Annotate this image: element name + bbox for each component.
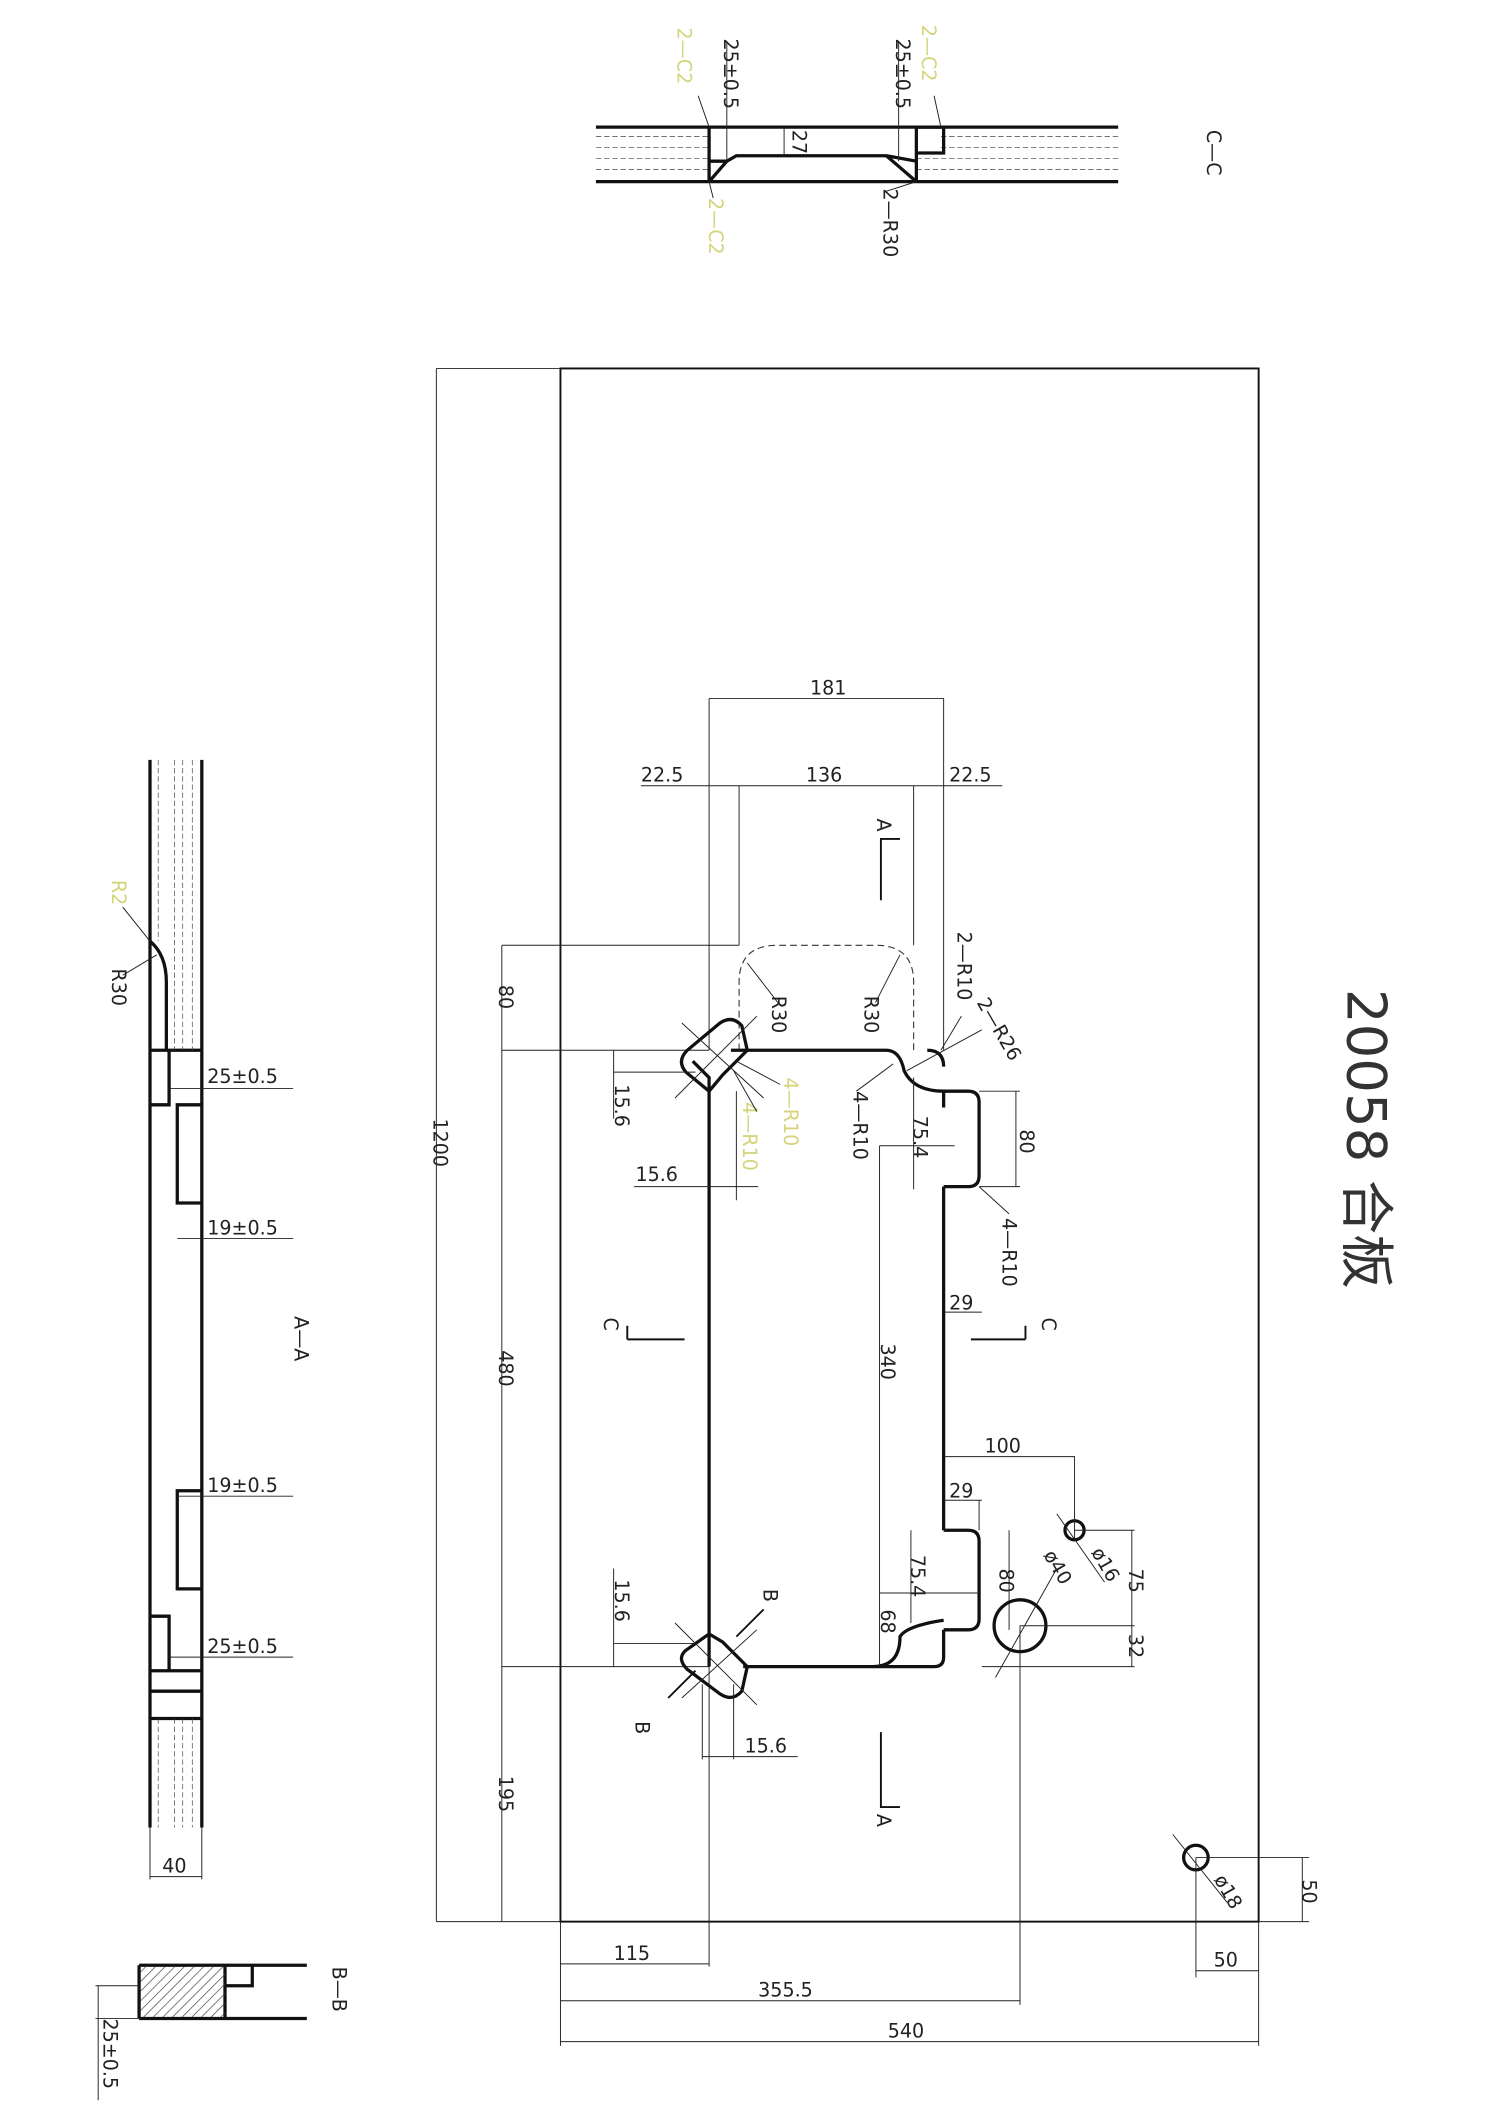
notch-bottom-len: 80 [995,1568,1018,1592]
cc-label: C—C [1202,130,1225,176]
notch-top-len: 80 [1015,1129,1038,1153]
dim-355-5: 355.5 [758,1979,813,2002]
dim-d18: ø18 [1209,1870,1247,1913]
section-mark-c-right: C [1037,1318,1060,1331]
aa-r30: R30 [107,968,130,1006]
section-aa: R2 R30 25±0.5 19±0.5 19±0.5 25±0.5 40 A—… [107,759,313,1880]
dim-80-left: 80 [494,985,517,1009]
slot-dim-1: 15.6 [610,1084,633,1126]
slot-dim-2: 15.6 [635,1163,677,1186]
gap-top: 29 [949,1291,973,1314]
cc-chamfer-1: 2—C2 [673,28,696,85]
bb-label: B—B [328,1967,351,2012]
slot-top-left [679,1017,750,1094]
r10-d: 4—R10 [997,1218,1020,1287]
slot-dim-3: 15.6 [610,1579,633,1621]
cc-dim-2: 25±0.5 [891,38,914,109]
dim-480: 480 [494,1350,517,1386]
cutout-outline [691,1048,946,1669]
r10-yellow-b: 4—R10 [738,1102,761,1171]
notch-bottom-68: 68 [876,1609,899,1633]
r26: 2—R26 [972,994,1026,1065]
cc-radius: 2—R30 [879,188,902,257]
notch-mid-340: 340 [876,1343,899,1379]
aa-dim-4: 25±0.5 [207,1635,278,1658]
dim-d16: ø16 [1087,1543,1125,1586]
r30-right: R30 [860,996,883,1034]
cc-dim-27: 27 [787,130,810,154]
dim-32: 32 [1124,1634,1147,1658]
section-cc: 25±0.5 25±0.5 27 2—C2 2—C2 2—C2 2—R30 C—… [595,25,1225,257]
section-bb: 25±0.5 B—B [95,1963,351,2101]
aa-dim-1: 25±0.5 [207,1065,278,1088]
aa-dim-3: 19±0.5 [207,1474,278,1497]
r10-top: 2—R10 [952,932,975,1001]
section-mark-b-bottom: B [630,1721,653,1734]
r10-yellow-a: 4—R10 [779,1078,802,1147]
slot-bottom-left [679,1631,750,1699]
dim-d40: ø40 [1039,1546,1077,1589]
section-mark-c-left: C [599,1318,622,1331]
dim-540: 540 [888,2020,924,2043]
notch-top-depth: 75.4 [909,1116,932,1158]
cc-dim-1: 25±0.5 [719,38,742,109]
slot-dim-4: 15.6 [745,1735,787,1758]
dim-22-5-right: 22.5 [949,764,991,787]
aa-label: A—A [290,1316,313,1361]
section-mark-b-top: B [759,1589,782,1602]
dim-50-x: 50 [1214,1949,1238,1972]
aa-dim-40: 40 [162,1855,186,1878]
drawing-title: 20058 合板 [1334,989,1398,1289]
dim-100: 100 [985,1435,1021,1458]
cc-chamfer-3: 2—C2 [704,198,727,255]
cc-chamfer-2: 2—C2 [917,25,940,82]
section-mark-a-top: A [872,818,895,831]
gap-bottom: 29 [949,1480,973,1503]
r30-left: R30 [767,996,790,1034]
aa-r2: R2 [107,880,130,905]
bb-dim: 25±0.5 [99,2018,122,2089]
r10-c: 4—R10 [849,1091,872,1160]
section-mark-a-bottom: A [872,1814,895,1827]
notch-bottom-depth: 75.4 [906,1555,929,1597]
plan-view: 1200 80 480 195 115 355.5 540 181 22.5 1… [429,367,1320,2046]
board-outline [559,367,1260,1923]
dim-50-y: 50 [1297,1879,1320,1903]
aa-dim-2: 19±0.5 [207,1216,278,1239]
dim-22-5-left: 22.5 [641,764,683,787]
dim-75: 75 [1124,1568,1147,1592]
dim-1200: 1200 [429,1118,452,1167]
dim-136: 136 [806,764,842,787]
dim-115: 115 [614,1942,650,1965]
dim-181: 181 [810,676,846,699]
dim-195: 195 [494,1776,517,1812]
